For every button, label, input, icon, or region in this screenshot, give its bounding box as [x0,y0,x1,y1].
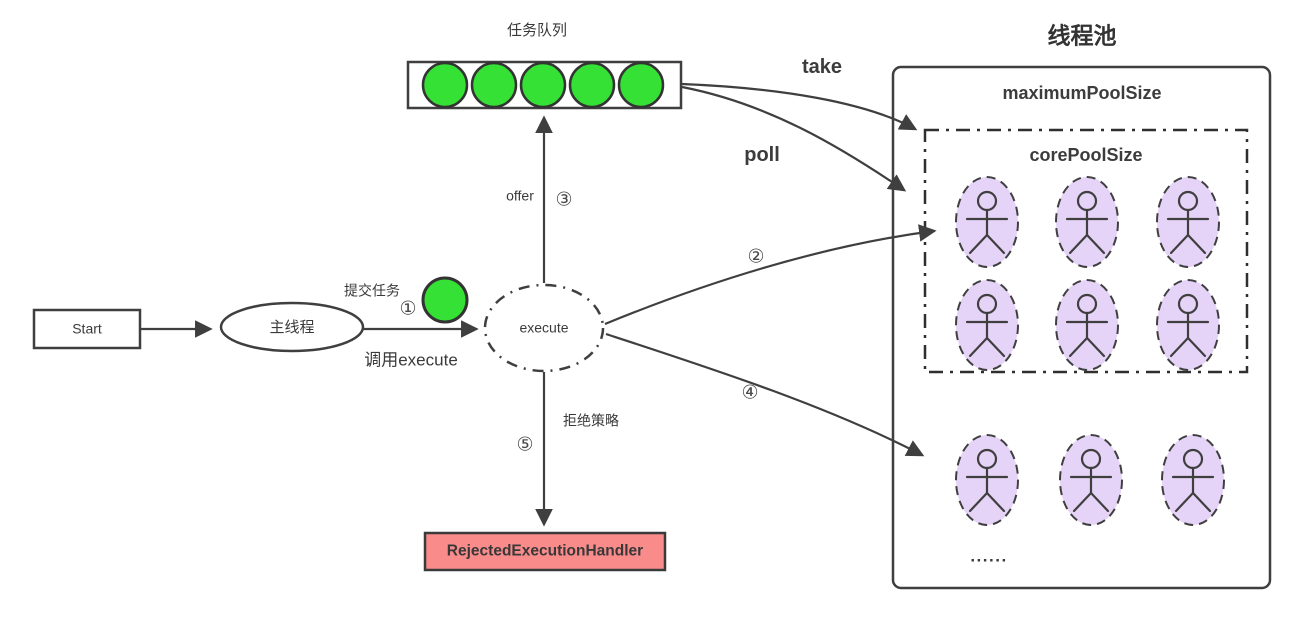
step-1-badge: ① [399,298,417,320]
step-2-badge: ② [747,246,765,268]
execute-ellipse [483,283,605,373]
arrow-step2 [604,224,937,326]
queued-task-circle [470,61,518,109]
submit-task-label: 提交任务 [344,282,400,299]
core-thread-actor [1054,278,1120,372]
core-thread-actor [1155,175,1221,269]
start-box [32,308,142,350]
step-4-badge: ④ [741,382,759,404]
rejected-handler-box [423,531,667,572]
start-label: Start [72,320,102,337]
maximum-pool-size-label: maximumPoolSize [1002,83,1162,104]
poll-label: poll [744,144,780,166]
task-queue-label: 任务队列 [506,21,568,39]
arrow-take [681,82,918,131]
non-core-thread-actor [954,433,1020,527]
core-pool-size-label: corePoolSize [1029,145,1143,166]
arrow-poll [681,85,907,192]
reject-policy-label: 拒绝策略 [563,412,619,429]
offer-label: offer [506,187,534,204]
submitted-task-circle [421,276,469,324]
call-execute-label: 调用execute [364,350,458,370]
core-thread-actor [1155,278,1221,372]
non-core-thread-actor [1160,433,1226,527]
step-5-badge: ⑤ [516,434,534,456]
core-thread-actor [1054,175,1120,269]
execute-label: execute [519,319,569,336]
more-threads-ellipsis: ...... [970,546,1008,566]
rejected-handler-label: RejectedExecutionHandler [446,542,644,560]
take-label: take [801,56,843,78]
queued-task-circle [519,61,567,109]
main-thread-label: 主线程 [269,318,315,336]
queued-task-circle [617,61,665,109]
core-thread-actor [954,278,1020,372]
queued-task-circle [421,61,469,109]
thread-pool-title: 线程池 [1047,22,1117,49]
non-core-thread-actor [1058,433,1124,527]
main-thread-ellipse [219,301,365,353]
step-3-badge: ③ [555,189,573,211]
core-pool-box [923,128,1249,374]
queued-task-circle [568,61,616,109]
core-thread-actor [954,175,1020,269]
arrow-step4 [605,332,925,457]
